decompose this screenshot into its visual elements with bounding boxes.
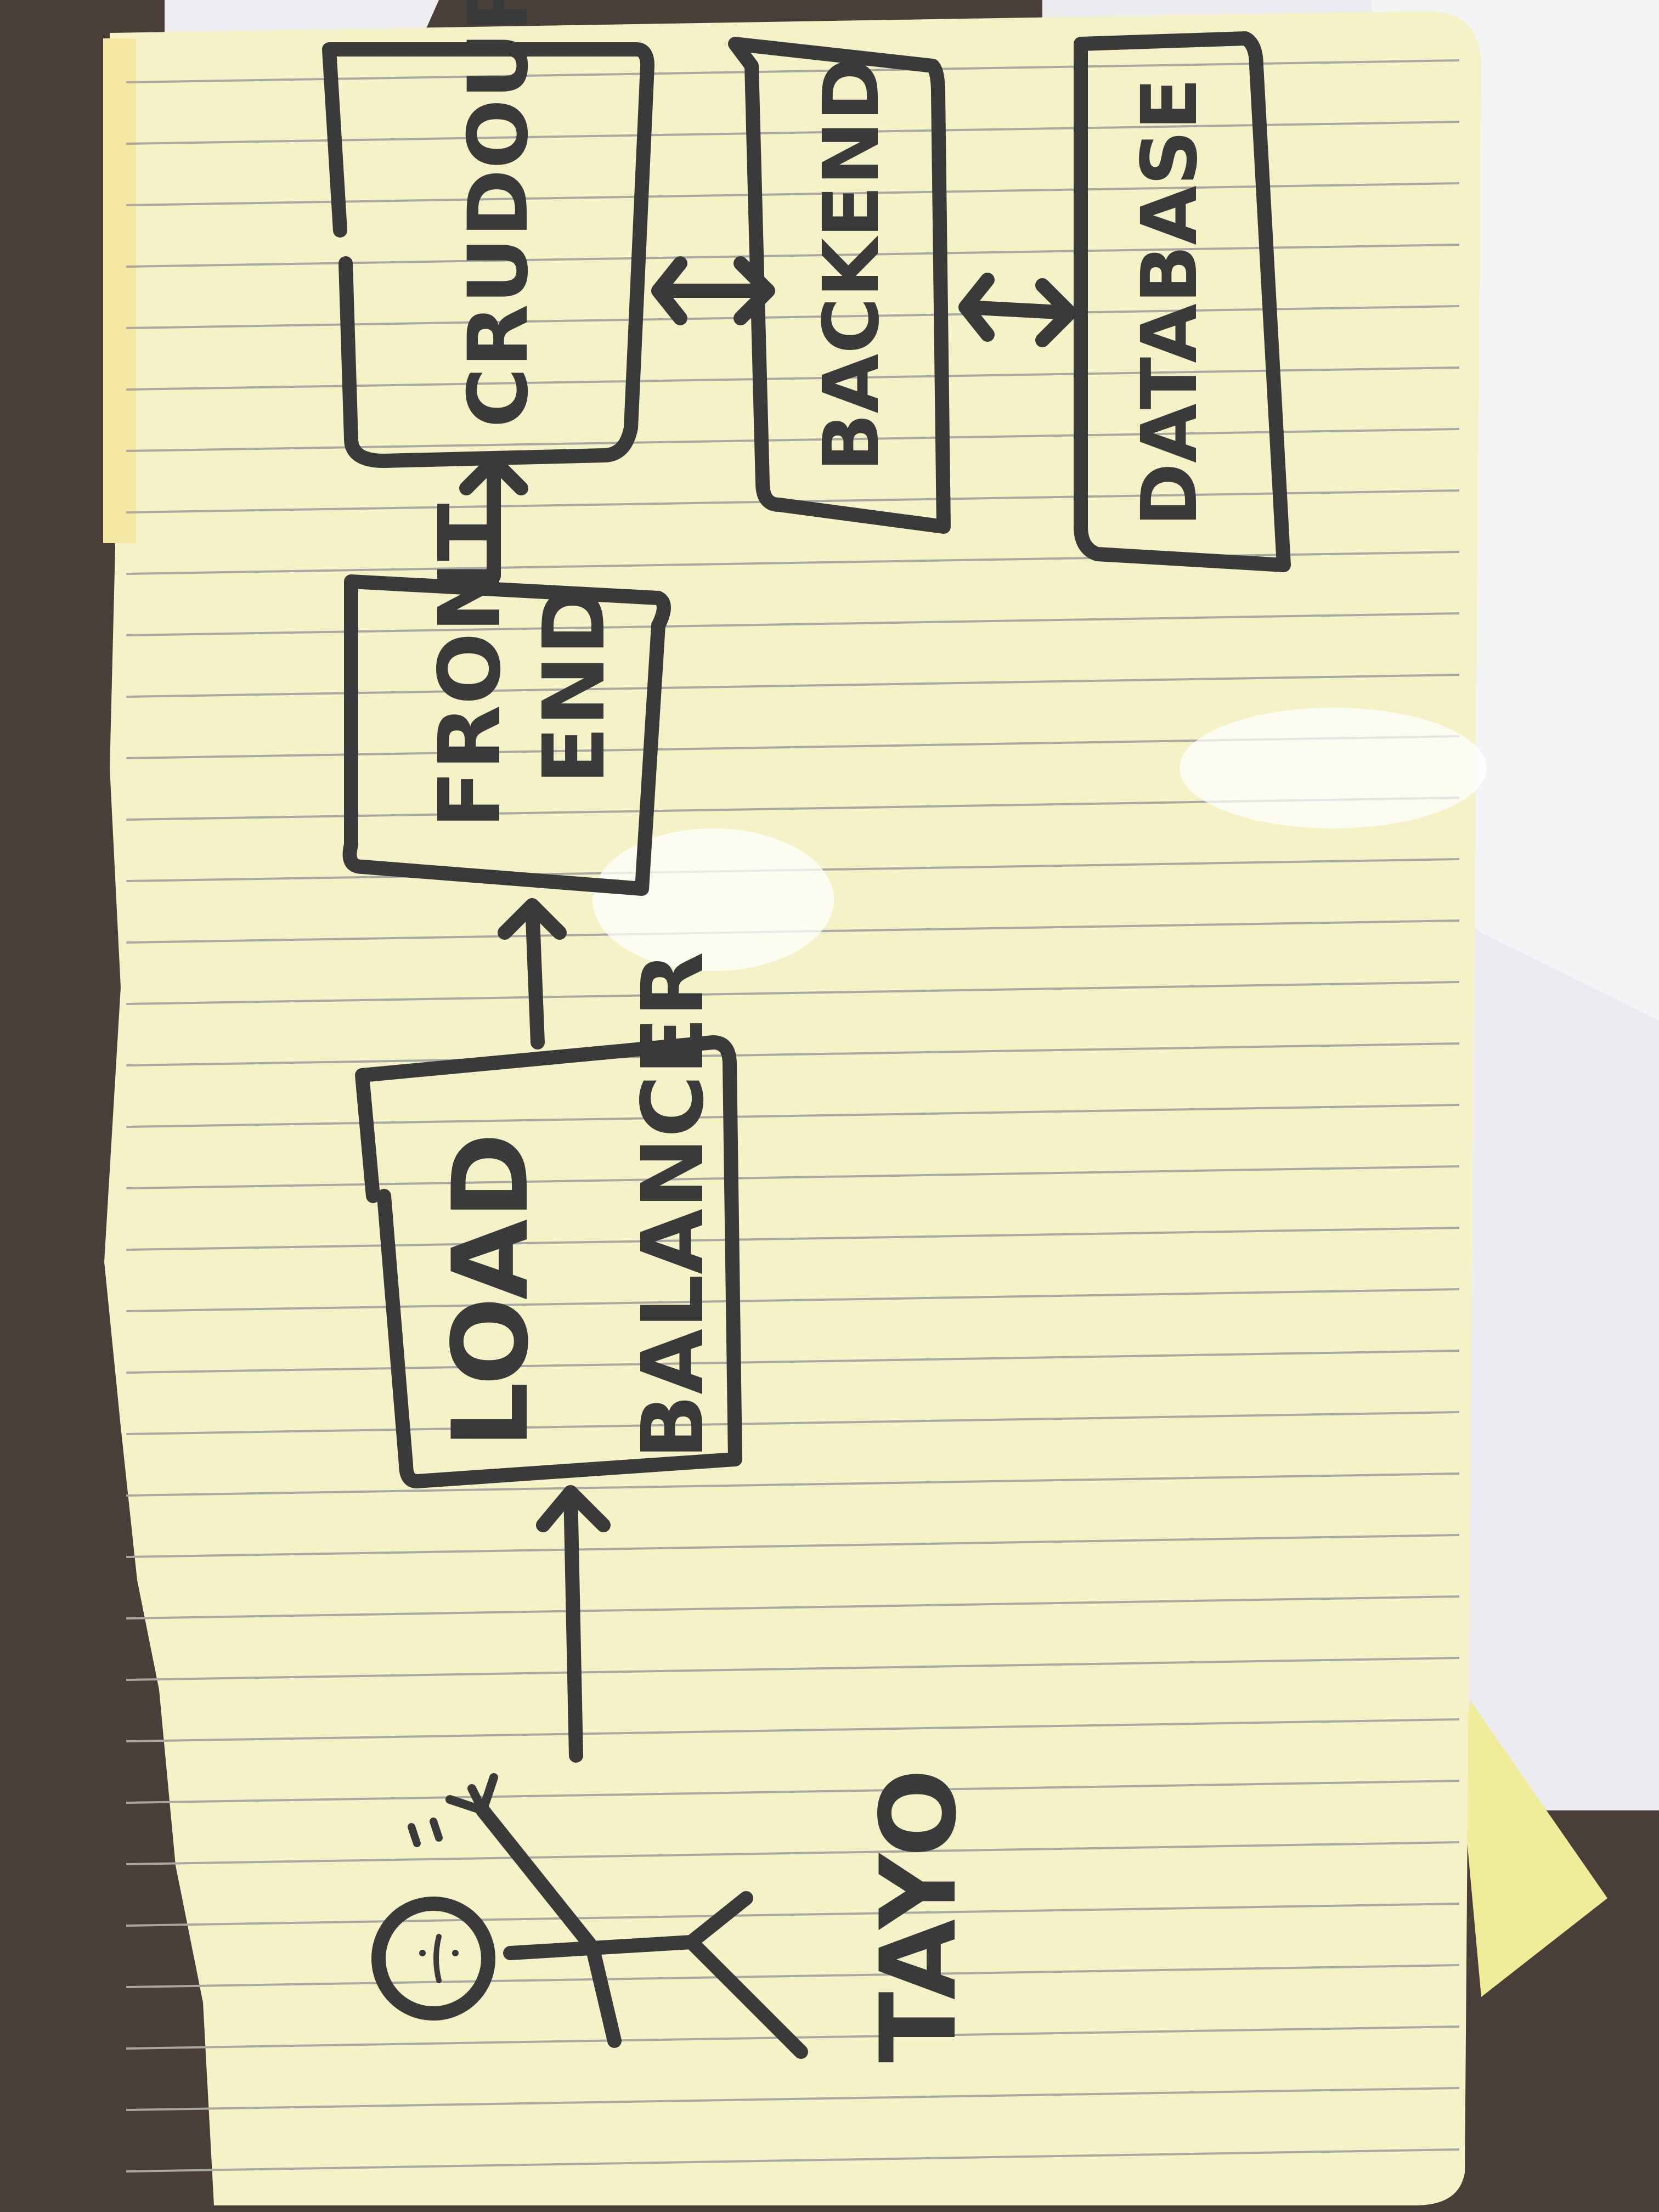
ruled-line: [126, 1288, 1460, 1312]
arrow-load-balancer-to-frontend: [498, 898, 567, 1049]
database-box: [1074, 31, 1291, 572]
ruled-line: [126, 1042, 1460, 1066]
ruled-line: [126, 1227, 1460, 1251]
arrow-user-to-load-balancer: [536, 1485, 611, 1763]
ruled-line: [126, 1657, 1460, 1681]
ruled-line: [126, 1718, 1460, 1742]
ruled-line: [126, 1472, 1460, 1497]
ruled-line: [126, 1841, 1460, 1865]
database-label: DATABASE: [1125, 78, 1215, 527]
ruled-line: [126, 1780, 1460, 1804]
crudour-label: CRUDOUR: [451, 0, 546, 428]
ruled-line: [126, 1903, 1460, 1927]
ruled-line: [126, 981, 1460, 1005]
frontend-label-line2: END: [524, 585, 624, 785]
stick-figure-icon: [371, 1773, 808, 2059]
ruled-line: [126, 2087, 1460, 2111]
light-glare-1: [592, 828, 834, 971]
backend-label: BACKEND: [807, 58, 896, 472]
frontend-box: [342, 574, 671, 896]
load-balancer-label-line1: LOAD: [430, 1133, 551, 1448]
load-balancer-box: [355, 1035, 742, 1488]
ruled-line: [126, 1534, 1460, 1558]
ruled-line: [126, 1964, 1460, 1988]
ruled-line: [126, 182, 1460, 206]
arrow-backend-database: [958, 273, 1077, 347]
load-balancer-label-line2: BALANCER: [623, 951, 723, 1459]
ruled-line: [126, 1350, 1460, 1374]
ruled-line: [126, 1165, 1460, 1189]
notepad-binding-strip: [103, 38, 136, 543]
ruled-line: [126, 1411, 1460, 1435]
crudour-box: [322, 42, 654, 468]
arrow-crudour-backend: [651, 256, 775, 325]
light-glare-2: [1180, 708, 1487, 828]
ruled-line: [126, 2148, 1460, 2172]
architecture-diagram: [322, 31, 1291, 2059]
ruled-line: [126, 121, 1460, 145]
frontend-label-line1: FRONT: [420, 504, 520, 828]
backend-box: [728, 37, 951, 534]
sticky-note: [1459, 1701, 1607, 1997]
ruled-line: [126, 59, 1460, 83]
ruled-line: [126, 1104, 1460, 1128]
user-name-label: TAYO: [858, 1769, 979, 2063]
ruled-line: [126, 1595, 1460, 1620]
